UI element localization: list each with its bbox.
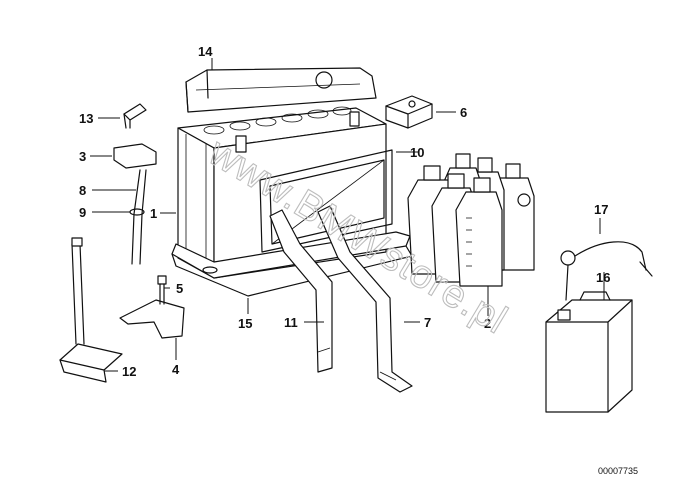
part-14-rear-panel [185, 67, 377, 113]
callout-11: 11 [284, 315, 298, 330]
callout-numbers: 14 13 3 8 9 1 10 6 2 17 16 5 4 12 15 11 … [79, 44, 610, 379]
callout-5: 5 [176, 281, 183, 296]
callout-17: 17 [594, 202, 608, 217]
part-11-bracket [269, 209, 333, 373]
callout-1: 1 [150, 206, 157, 221]
callout-6: 6 [460, 105, 467, 120]
callout-10: 10 [410, 145, 424, 160]
callout-3: 3 [79, 149, 86, 164]
part-4-bracket [119, 299, 185, 339]
callout-15: 15 [238, 316, 252, 331]
callout-7: 7 [424, 315, 431, 330]
part-17-hydrometer [560, 241, 653, 301]
part-12-strap [59, 237, 123, 383]
part-8-9-vent-hose [129, 169, 147, 265]
part-6-clamp [385, 95, 433, 129]
callout-2: 2 [484, 316, 491, 331]
document-number: 00007735 [598, 466, 638, 476]
callout-14: 14 [198, 44, 213, 59]
part-3-cap [113, 143, 157, 169]
part-7-bracket [317, 205, 413, 393]
part-13-screw [123, 103, 147, 129]
callout-leaders [90, 58, 605, 372]
part-5-screw [157, 275, 167, 305]
callout-16: 16 [596, 270, 610, 285]
part-2-water-bottles [407, 153, 535, 287]
callout-12: 12 [122, 364, 136, 379]
callout-9: 9 [79, 205, 86, 220]
callout-4: 4 [172, 362, 180, 377]
callout-8: 8 [79, 183, 86, 198]
callout-13: 13 [79, 111, 93, 126]
part-16-canister [545, 291, 633, 413]
